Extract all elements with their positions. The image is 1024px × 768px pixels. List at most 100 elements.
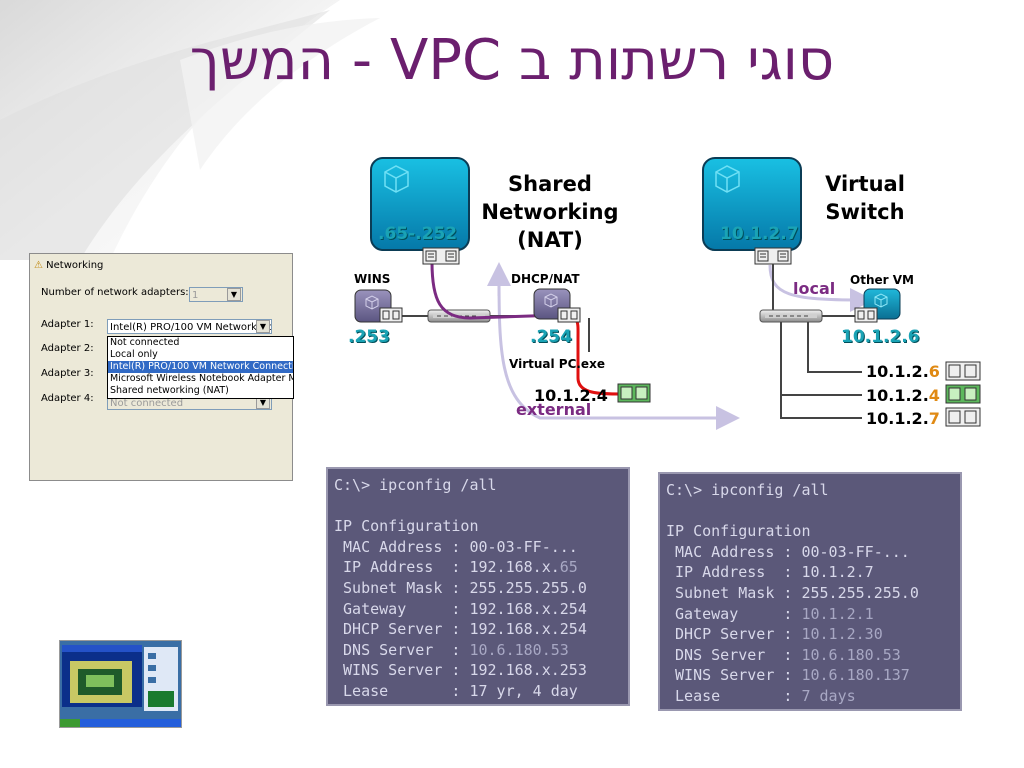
nic-icon [557, 307, 581, 323]
console-key: DHCP Server : [666, 625, 802, 644]
nic-green-icon [617, 383, 651, 403]
left-host-ip: .65-.252 [378, 224, 458, 244]
networking-dialog: ⚠ Networking Number of network adapters:… [29, 253, 294, 481]
dhcp-ip: .254 [530, 327, 572, 347]
console-row: Gateway : 192.168.x.254 [334, 599, 620, 620]
console-key: DNS Server : [334, 640, 470, 659]
dhcp-nat-label: DHCP/NAT [511, 272, 580, 286]
console-blank-line [666, 501, 952, 522]
external-path [497, 274, 725, 420]
console-row: DNS Server : 10.6.180.53 [666, 645, 952, 666]
other-vm-label: Other VM [850, 273, 914, 287]
adapter-option[interactable]: Microsoft Wireless Notebook Adapter MN- [110, 373, 294, 384]
adapter-option[interactable]: Not connected [110, 337, 180, 348]
console-value: 255.255.255.0 [801, 583, 919, 602]
console-value: 10.1.2.1 [801, 604, 874, 623]
console-key: Lease : [666, 686, 802, 705]
console-value: 255.255.255.0 [469, 578, 587, 597]
console-command: C:\> ipconfig /all [334, 476, 497, 494]
console-blank-line [334, 496, 620, 517]
nic-ip-prefix: 10.1.2. [866, 409, 929, 428]
nic-ip-prefix: 10.1.2. [866, 362, 929, 381]
console-row: DNS Server : 10.6.180.53 [334, 640, 620, 661]
console-value: 00-03-FF-... [801, 542, 910, 561]
dialog-title: Networking [46, 260, 104, 271]
console-key: Subnet Mask : [666, 583, 802, 602]
adapter-option-selected[interactable]: Intel(R) PRO/100 VM Network Connection [108, 361, 294, 373]
wins-label: WINS [354, 272, 391, 286]
nic-icon [945, 361, 981, 381]
chevron-down-icon[interactable]: ▼ [227, 288, 241, 301]
console-value: 00-03-FF-... [469, 537, 578, 556]
title-hebrew-suffix: - המשך [189, 28, 373, 93]
console-header: IP Configuration [666, 522, 811, 541]
console-value: 10.1.2.7 [801, 563, 874, 582]
console-value: 65 [559, 558, 578, 577]
console-value: 10.6.180.53 [469, 640, 569, 659]
console-row: Subnet Mask : 255.255.255.0 [666, 583, 952, 604]
adapter1-label: Adapter 1: [41, 319, 94, 330]
console-key: MAC Address : [334, 537, 470, 556]
nic-ip-3: 10.1.2.7 [866, 409, 940, 428]
right-host-ip: 10.1.2.7 [720, 224, 799, 244]
console-key: Lease : [334, 681, 470, 700]
console-value: 10.6.180.137 [801, 666, 910, 685]
console-row: Lease : 7 days [666, 686, 952, 707]
nic-ip-end: 7 [928, 409, 940, 428]
console-key: MAC Address : [666, 542, 802, 561]
console-row: MAC Address : 00-03-FF-... [666, 542, 952, 563]
local-label: local [793, 279, 836, 298]
console-value: 192.168.x.253 [469, 661, 587, 680]
console-value: 192.168.x.254 [469, 599, 587, 618]
console-value: 17 yr, 4 day [469, 681, 578, 700]
console-header: IP Configuration [334, 517, 479, 536]
console-key: WINS Server : [666, 666, 802, 685]
other-vm-ip: 10.1.2.6 [841, 327, 920, 347]
title-hebrew-prefix: סוגי רשתות ב [518, 28, 835, 93]
adapter4-label: Adapter 4: [41, 393, 94, 404]
console-value: 7 days [801, 686, 856, 705]
console-command: C:\> ipconfig /all [666, 481, 829, 499]
adapter1-select[interactable]: Intel(R) PRO/100 VM Network Co [107, 319, 272, 334]
adapters-count-label: Number of network adapters: [41, 287, 189, 298]
left-host-box [370, 157, 470, 251]
nic-ip-end: 6 [928, 362, 940, 381]
cube-icon [715, 165, 740, 193]
desktop-thumbnail-drawing [60, 641, 181, 727]
nic-green-icon [945, 384, 981, 404]
nic-icon [854, 307, 878, 323]
adapter-option[interactable]: Shared networking (NAT) [110, 385, 229, 396]
console-key: Gateway : [666, 604, 802, 623]
nic-icon [379, 307, 403, 323]
console-row: Lease : 17 yr, 4 day [334, 681, 620, 702]
console-value: 10.6.180.53 [801, 645, 901, 664]
slide-title: סוגי רשתות ב VPC - המשך [0, 28, 1024, 93]
console-key: IP Address : [666, 563, 802, 582]
nic-ip-2: 10.1.2.4 [866, 386, 940, 405]
right-host-box [702, 157, 802, 251]
adapter-option[interactable]: Local only [110, 349, 158, 360]
console-key: WINS Server : [334, 661, 470, 680]
console-row: MAC Address : 00-03-FF-... [334, 537, 620, 558]
purple-path [430, 261, 561, 320]
console-left: C:\> ipconfig /all IP Configuration MAC … [326, 467, 630, 706]
adapter3-label: Adapter 3: [41, 368, 94, 379]
console-value: 192.168.x. [469, 558, 560, 577]
nic-ip-end: 4 [928, 386, 940, 405]
adapter-options-list: Not connected Local only Intel(R) PRO/10… [107, 336, 294, 399]
nic-icon [422, 247, 460, 265]
console-right: C:\> ipconfig /all IP Configuration MAC … [658, 472, 962, 711]
console-key: Subnet Mask : [334, 578, 470, 597]
console-value: 10.1.2.30 [801, 625, 883, 644]
console-row: Subnet Mask : 255.255.255.0 [334, 578, 620, 599]
console-row: WINS Server : 192.168.x.253 [334, 660, 620, 681]
shared-networking-heading: Shared Networking (NAT) [481, 172, 619, 252]
chevron-down-icon[interactable]: ▼ [256, 320, 270, 333]
console-value: 192.168.x.254 [469, 620, 587, 639]
external-ip: 10.1.2.4 [534, 386, 608, 405]
console-row: WINS Server : 10.6.180.137 [666, 665, 952, 686]
console-row: DHCP Server : 192.168.x.254 [334, 619, 620, 640]
console-row: DHCP Server : 10.1.2.30 [666, 624, 952, 645]
